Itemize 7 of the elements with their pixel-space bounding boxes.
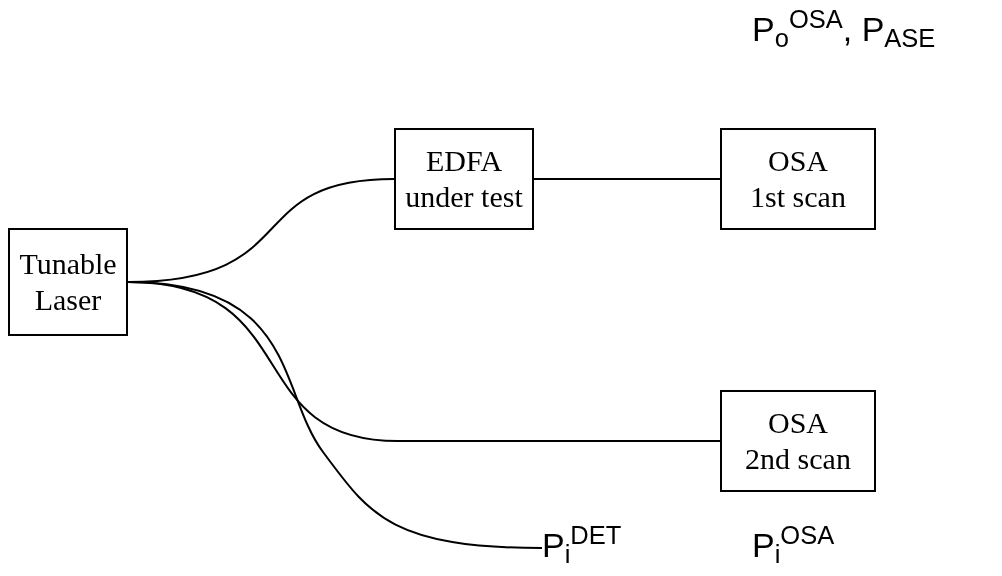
- device-box: EDFA under test: [394, 128, 534, 230]
- fiber-line: [127, 281, 543, 549]
- fiber-line: [533, 178, 721, 180]
- device-box: OSA 1st scan: [720, 128, 876, 230]
- device-box: Tunable Laser: [8, 228, 128, 336]
- signal-label: P$_{o}$$^{OSA}$, P$_{ASE}$: [752, 4, 936, 55]
- device-box: OSA 2nd scan: [720, 390, 876, 492]
